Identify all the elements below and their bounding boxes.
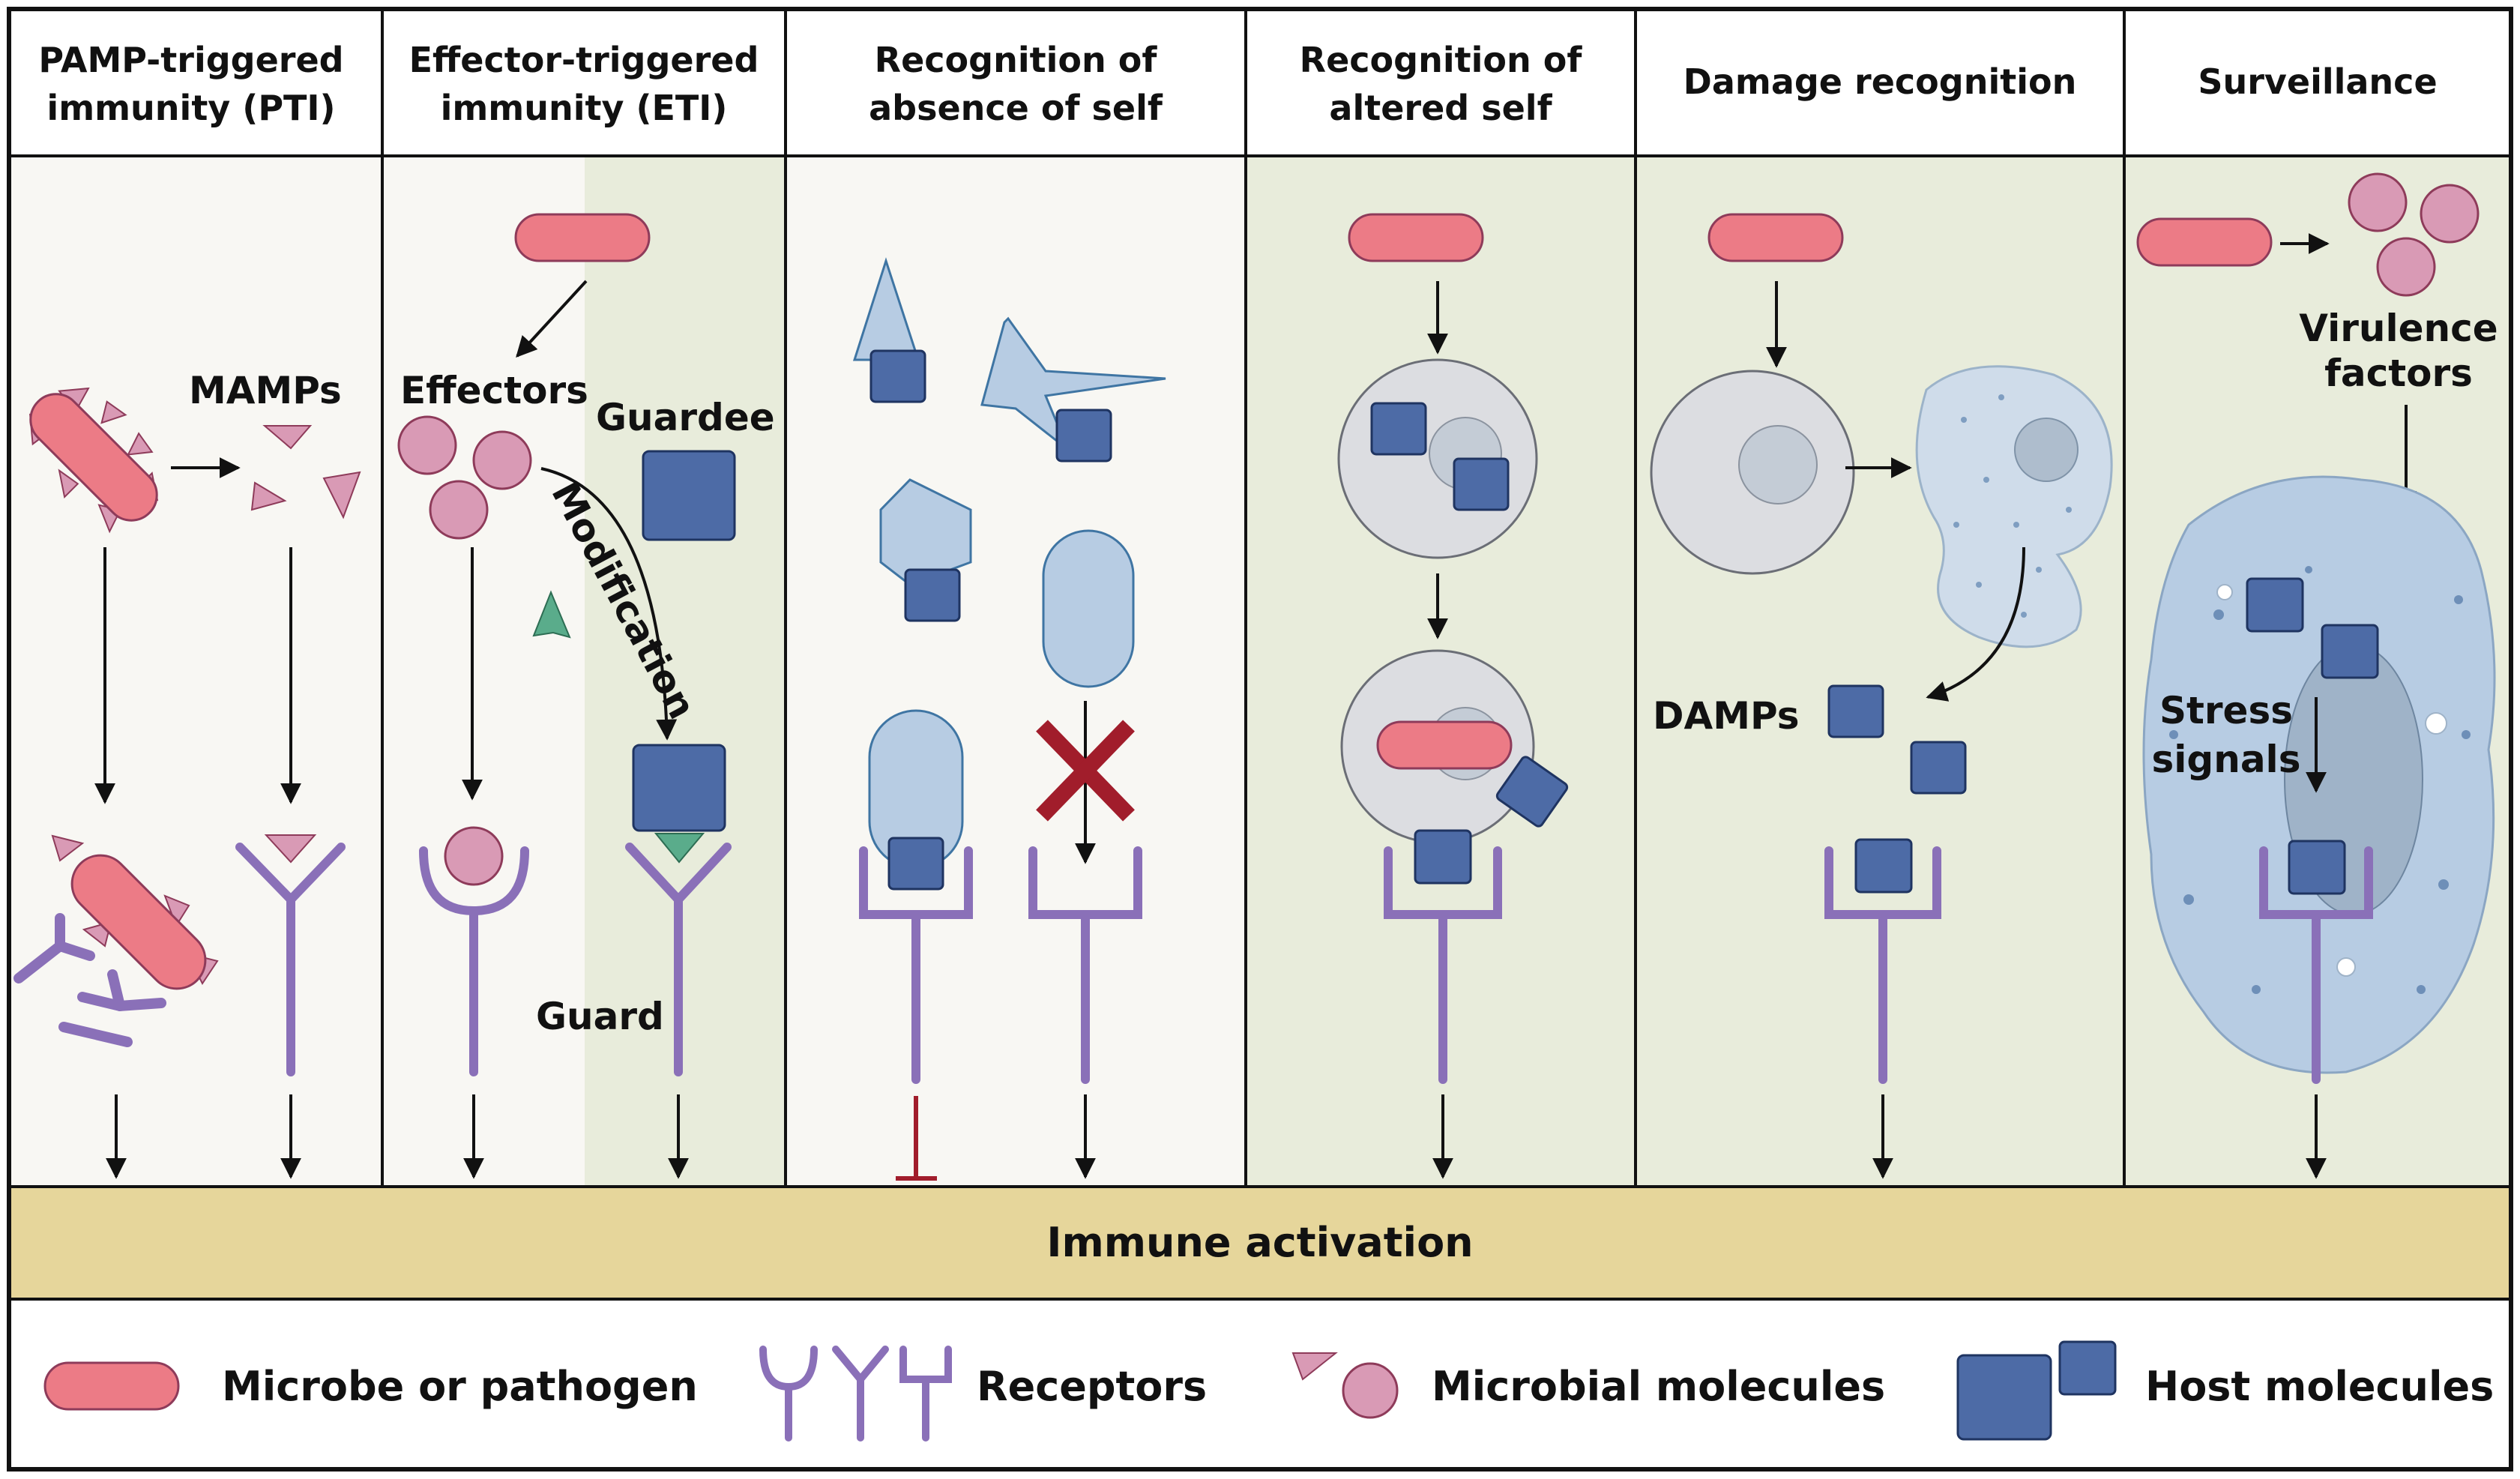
inhibition-icon <box>896 1096 937 1181</box>
damps-label: DAMPs <box>1653 694 1799 738</box>
pti-column: MAMPs <box>13 369 361 1179</box>
virulence-label-line2: factors <box>2324 352 2473 395</box>
virulence-label-line1: Virulence <box>2299 307 2498 350</box>
guard-receptor <box>625 744 732 1076</box>
arrow-to-effectors <box>516 280 588 358</box>
altered-column <box>1337 213 1569 1179</box>
stress-label-line1: Stress <box>2159 689 2293 732</box>
absence-self-background <box>786 156 1246 1187</box>
self-shapes <box>852 257 1166 870</box>
header-altered-line1: Recognition of <box>1300 40 1583 80</box>
healthy-cell-icon <box>1337 358 1538 559</box>
guardee-label: Guardee <box>596 396 775 439</box>
header-surveillance: Surveillance <box>2198 61 2437 102</box>
healthy-cell-damage-icon <box>1650 370 1855 575</box>
eti-background-light <box>382 156 585 1187</box>
header-altered-line2: altered self <box>1329 88 1552 128</box>
cross-mark-icon <box>1036 720 1135 822</box>
legend-microbial-molecules-icon <box>1291 1352 1399 1419</box>
eti-microbe-icon <box>514 213 651 262</box>
legend-microbe-label: Microbe or pathogen <box>222 1363 698 1410</box>
frame-lines <box>7 7 2513 1472</box>
header-damage: Damage recognition <box>1683 61 2077 102</box>
legend-receptors-icon <box>759 1346 952 1442</box>
legend-microbe-icon <box>43 1361 180 1411</box>
header-absence-line2: absence of self <box>869 88 1163 128</box>
infected-cell-icon <box>1340 649 1569 844</box>
mamps-label: MAMPs <box>189 369 342 412</box>
activation-bar-label: Immune activation <box>1046 1219 1473 1266</box>
altered-receptor <box>1384 829 1502 1084</box>
bound-microbe-icon <box>13 834 219 1047</box>
pti-background <box>9 156 382 1187</box>
column-headers: PAMP-triggered immunity (PTI) Effector-t… <box>38 40 2437 128</box>
damage-receptor <box>1824 838 1941 1084</box>
effectors-label: Effectors <box>400 369 588 412</box>
surveillance-microbe-icon <box>2136 217 2273 267</box>
surveillance-receptor <box>2259 840 2373 1084</box>
mamps-icon <box>250 425 361 519</box>
header-eti-line2: immunity (ETI) <box>441 88 728 128</box>
virulence-factors-icon <box>2348 172 2480 297</box>
header-eti-line1: Effector-triggered <box>409 40 759 80</box>
damage-microbe-icon <box>1707 213 1844 262</box>
damps-icon <box>1827 684 1967 795</box>
stress-label-line2: signals <box>2152 738 2301 781</box>
legend-host-molecules-icon <box>1956 1340 2117 1441</box>
legend: Microbe or pathogen Receptors Microbial … <box>43 1340 2494 1442</box>
eti-background-green <box>585 156 786 1187</box>
header-absence-line1: Recognition of <box>875 40 1158 80</box>
legend-host-molecules-label: Host molecules <box>2145 1363 2494 1410</box>
effector-triangle-icon <box>532 590 571 639</box>
absence-receptors <box>859 846 1142 1084</box>
legend-receptors-label: Receptors <box>977 1363 1207 1410</box>
bound-mamp-icon <box>264 834 317 864</box>
header-pti-line1: PAMP-triggered <box>38 40 343 80</box>
absence-column <box>852 257 1166 1181</box>
arrow-damps-release <box>1926 546 2025 702</box>
absence-host-molecules <box>869 349 1112 891</box>
surveillance-column: Virulence factors Stress signals <box>2136 172 2498 1179</box>
damage-column: DAMPs <box>1650 213 2113 1179</box>
activation-bar <box>9 1187 2511 1299</box>
u-receptor-eti <box>419 826 529 1076</box>
effectors-icon <box>397 415 532 540</box>
column-backgrounds <box>9 156 2511 1187</box>
y-receptor-pti <box>235 843 346 1076</box>
modification-arrow <box>540 467 678 741</box>
damaged-cell-icon <box>1915 365 2113 648</box>
guard-label: Guard <box>536 995 664 1038</box>
altered-microbe-icon <box>1348 213 1484 262</box>
guardee-icon <box>642 450 736 541</box>
header-pti-line2: immunity (PTI) <box>46 88 335 128</box>
legend-microbial-molecules-label: Microbial molecules <box>1432 1363 1885 1410</box>
